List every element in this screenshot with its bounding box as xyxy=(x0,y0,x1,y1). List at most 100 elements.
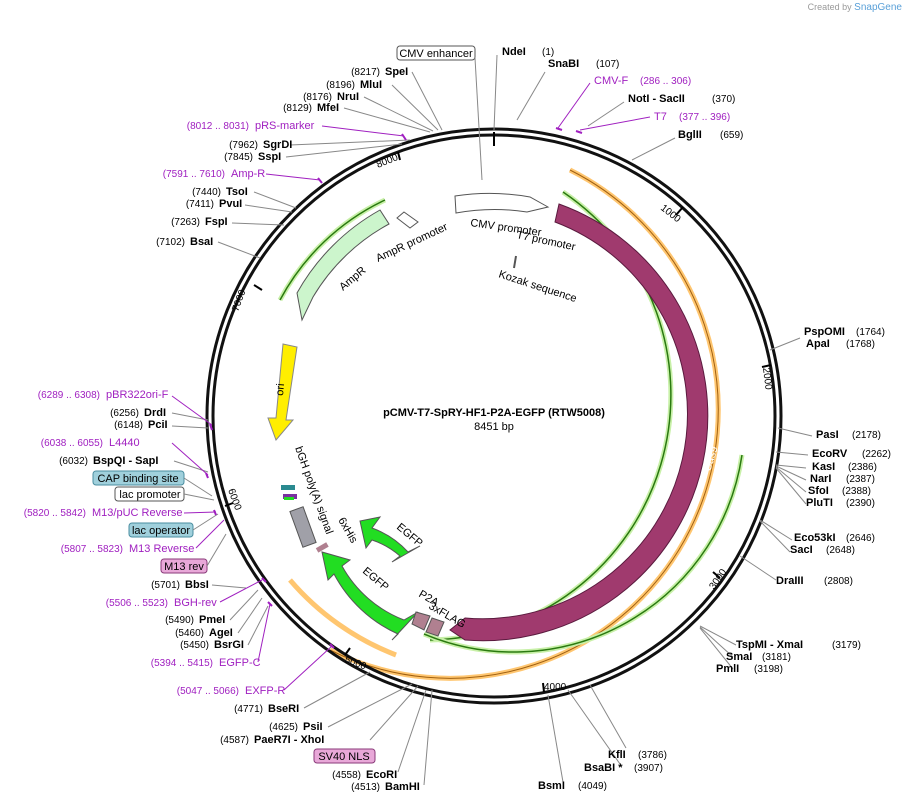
lac-operator-label: lac operator xyxy=(132,525,190,537)
pos-pasi: (2178) xyxy=(852,430,881,441)
primer-exfp-r: EXFP-R xyxy=(245,685,285,697)
primer-m13-reverse: M13 Reverse xyxy=(129,543,194,555)
enzyme-paer7i-xhoi: PaeR7I - XhoI xyxy=(254,734,324,746)
enzyme-sgrdi: SgrDI xyxy=(263,139,292,151)
primer-exfp-r-pos: (5047 .. 5066) xyxy=(177,686,239,697)
pos-bbsi: (5701) xyxy=(151,580,180,591)
enzyme-psii: PsiI xyxy=(303,721,323,733)
cmv-enhancer-label: CMV enhancer xyxy=(399,48,473,60)
pos-ndei: (1) xyxy=(542,47,554,58)
pos-kfli: (3786) xyxy=(638,750,667,761)
enzyme-tsoi: TsoI xyxy=(226,186,248,198)
pos-bglii: (659) xyxy=(720,130,743,141)
enzyme-drdi: DrdI xyxy=(144,407,166,419)
pos-pvui: (7411) xyxy=(186,199,214,210)
enzyme-pmei: PmeI xyxy=(199,614,225,626)
pos-ecori: (4558) xyxy=(332,770,361,781)
enzyme-bamhi: BamHI xyxy=(385,781,420,793)
his-label: 6xHis xyxy=(335,516,359,546)
enzyme-smai: SmaI xyxy=(726,651,752,663)
enzyme-nari: NarI xyxy=(810,473,831,485)
enzyme-fspi: FspI xyxy=(205,216,228,228)
egfp-label-2: EGFP xyxy=(360,565,391,593)
ampr-promoter-feature xyxy=(396,211,419,229)
enzyme-bsmi: BsmI xyxy=(538,780,565,792)
flag-feature xyxy=(425,617,445,637)
enzyme-sfoi: SfoI xyxy=(808,485,829,497)
pos-bseri: (4771) xyxy=(234,704,263,715)
enzyme-nrui: NruI xyxy=(337,91,359,103)
cmv-promoter-feature xyxy=(454,192,550,214)
cmv-enhancer-leader xyxy=(474,57,483,181)
primer-l4440: L4440 xyxy=(109,437,140,449)
pos-bsabi: (3907) xyxy=(634,763,663,774)
enzyme-bbsi: BbsI xyxy=(185,579,209,591)
enzyme-agei: AgeI xyxy=(209,627,233,639)
pos-draiii: (2808) xyxy=(824,576,853,587)
primer-egfp-c-pos: (5394 .. 5415) xyxy=(151,658,213,669)
primer-bgh-rev: BGH-rev xyxy=(174,597,217,609)
ampr-feature xyxy=(296,209,390,322)
pos-nrui: (8176) xyxy=(303,92,332,103)
enzyme-pspomi: PspOMI xyxy=(804,326,845,338)
enzyme-noti-sacii: NotI - SacII xyxy=(628,93,685,105)
pos-nari: (2387) xyxy=(846,474,875,485)
pos-psii: (4625) xyxy=(269,722,298,733)
small-feature-teal xyxy=(281,485,295,490)
ori-feature xyxy=(267,343,298,441)
pos-tsoi: (7440) xyxy=(192,187,221,198)
enzyme-mlui: MluI xyxy=(360,79,382,91)
pos-paer7i-xhoi: (4587) xyxy=(220,735,249,746)
primer-leaders xyxy=(171,82,651,691)
enzyme-bsrgi: BsrGI xyxy=(214,639,244,651)
pos-agei: (5460) xyxy=(175,628,204,639)
egfp-feature-2 xyxy=(321,551,419,641)
pos-sspi: (7845) xyxy=(224,152,253,163)
enzyme-bglii: BglII xyxy=(678,129,702,141)
primer-bgh-rev-pos: (5506 .. 5523) xyxy=(106,598,168,609)
enzyme-pvui: PvuI xyxy=(219,198,242,210)
enzyme-bsabi: BsaBI * xyxy=(584,762,623,774)
kozak-label: Kozak sequence xyxy=(497,268,578,305)
egfp-feature-1 xyxy=(359,516,421,563)
pos-pmli: (3198) xyxy=(754,664,783,675)
enzyme-pasi: PasI xyxy=(816,429,839,441)
enzyme-pluti: PluTI xyxy=(806,497,833,509)
ampr-promoter-label: AmpR promoter xyxy=(374,221,450,265)
primer-l4440-pos: (6038 .. 6055) xyxy=(41,438,103,449)
primer-amp-r: Amp-R xyxy=(231,168,265,180)
enzyme-mfei: MfeI xyxy=(317,102,339,114)
kozak-mark xyxy=(513,255,517,269)
plasmid-length: 8451 bp xyxy=(474,421,514,433)
primer-m13-puc-reverse: M13/pUC Reverse xyxy=(92,507,182,519)
sv40-box xyxy=(313,748,376,764)
small-feature-purple xyxy=(283,494,297,499)
his-feature xyxy=(315,542,329,553)
enzyme-bsai: BsaI xyxy=(190,236,213,248)
pos-eco53ki: (2646) xyxy=(846,533,875,544)
pos-pcii: (6148) xyxy=(114,420,143,431)
cmv-enhancer-box xyxy=(396,45,476,61)
pos-bsmi: (4049) xyxy=(578,781,607,792)
ori-label: ori xyxy=(274,383,287,396)
pos-snabi: (107) xyxy=(596,59,619,70)
sv40-label: SV40 NLS xyxy=(318,751,369,763)
pos-sgrdi: (7962) xyxy=(229,140,258,151)
bgh-feature xyxy=(289,506,317,548)
enzyme-spei: SpeI xyxy=(385,66,408,78)
pos-saci: (2648) xyxy=(826,545,855,556)
cap-label: CAP binding site xyxy=(97,473,178,485)
primer-m13-reverse-pos: (5807 .. 5823) xyxy=(61,544,123,555)
t7-promoter-label: T7 promoter xyxy=(515,229,576,253)
m13rev-label: M13 rev xyxy=(164,561,204,573)
pos-spei: (8217) xyxy=(351,67,380,78)
pos-bamhi: (4513) xyxy=(351,782,380,793)
pos-mfei: (8129) xyxy=(283,103,312,114)
enzyme-ecori: EcoRI xyxy=(366,769,397,781)
small-feature-green xyxy=(284,497,294,500)
pos-apai: (1768) xyxy=(846,339,875,350)
primer-cmv-f: CMV-F xyxy=(594,75,629,87)
tick-2000: 2000 xyxy=(760,367,774,391)
pos-noti-sacii: (370) xyxy=(712,94,735,105)
